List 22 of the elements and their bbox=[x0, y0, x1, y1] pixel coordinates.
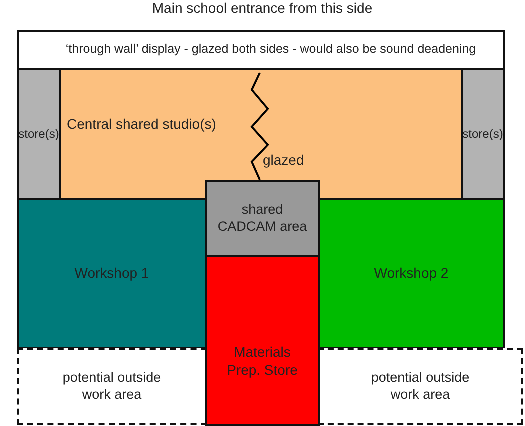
workshop-room bbox=[318, 198, 505, 349]
room-label: Materials Prep. Store bbox=[226, 344, 299, 379]
display-wall-band bbox=[17, 30, 505, 70]
room-label: Workshop 2 bbox=[374, 264, 449, 282]
diagram-title: Main school entrance from this side bbox=[152, 0, 373, 16]
room-label: shared CADCAM area bbox=[216, 202, 308, 236]
room-label: ‘through wall’ display - glazed both sides - would also be sound deadening bbox=[66, 42, 476, 58]
workshop-room bbox=[17, 198, 207, 349]
room-label: Workshop 1 bbox=[74, 264, 150, 282]
cadcam-area bbox=[205, 180, 320, 257]
outside-work-area bbox=[318, 348, 523, 425]
room-label: potential outside work area bbox=[370, 370, 471, 404]
studio-area bbox=[59, 68, 461, 200]
outside-work-area bbox=[17, 348, 207, 425]
store-room bbox=[17, 68, 61, 200]
store-room bbox=[461, 68, 505, 200]
materials-store-room bbox=[205, 255, 320, 426]
room-label: store(s) bbox=[462, 126, 504, 142]
partition-label: glazed bbox=[263, 152, 304, 168]
room-label: potential outside work area bbox=[62, 370, 162, 404]
room-label: store(s) bbox=[18, 126, 60, 142]
room-label: Central shared studio(s) bbox=[67, 116, 216, 134]
